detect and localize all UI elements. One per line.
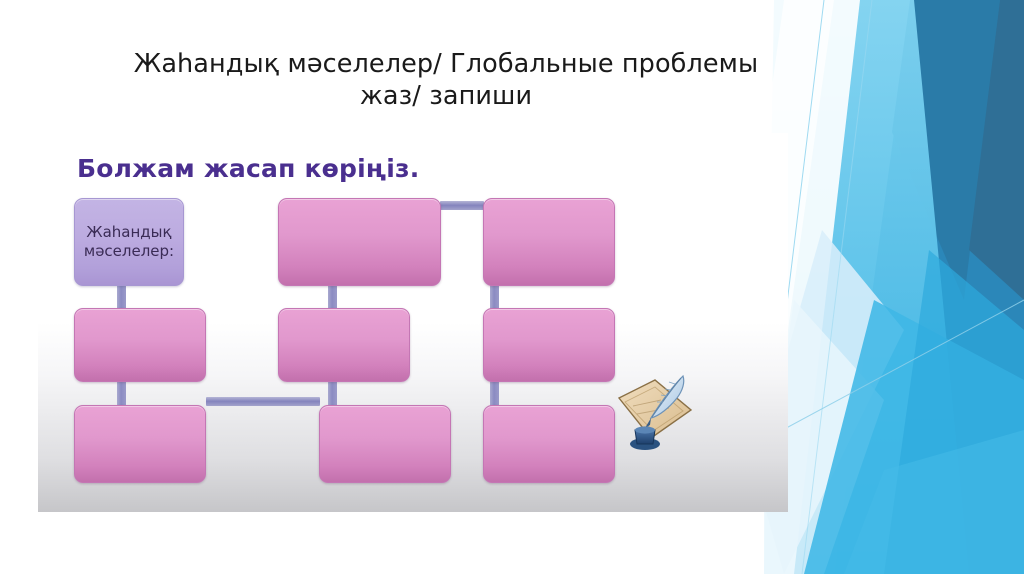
- diagram-heading: Болжам жасап көріңіз.: [77, 154, 420, 183]
- diagram-node-r1c1[interactable]: Жаһандық мәселелер:: [74, 198, 184, 286]
- connector-r2c2-r3c2: [328, 381, 337, 407]
- diagram-node-r3c2[interactable]: [319, 405, 451, 483]
- connector-r2c1-r3c1: [117, 381, 126, 407]
- title-line-2: жаз/ запиши: [359, 81, 533, 111]
- blue-banded-corner-graphic: [764, 0, 1024, 574]
- diagram-image: Болжам жасап көріңіз. Жаһандық мәселелер…: [38, 133, 788, 512]
- page-title: Жаһандық мәселелер/ Глобальные проблемы …: [96, 48, 796, 112]
- connector-r1c2-r2c2: [328, 283, 337, 309]
- quill-and-parchment-icon: [611, 368, 703, 454]
- connector-r3c1-r3c2: [206, 397, 320, 406]
- diagram-node-r1c2[interactable]: [278, 198, 441, 286]
- diagram-node-r3c1[interactable]: [74, 405, 206, 483]
- diagram-node-r2c2[interactable]: [278, 308, 410, 382]
- diagram-node-r1c1-label: Жаһандық мәселелер:: [83, 223, 175, 260]
- diagram-node-r2c3[interactable]: [483, 308, 615, 382]
- title-line-1: Жаһандық мәселелер/ Глобальные проблемы: [133, 49, 759, 79]
- diagram-node-r3c3[interactable]: [483, 405, 615, 483]
- connector-r1c1-r2c1: [117, 283, 126, 309]
- connector-r2c3-r3c3: [490, 381, 499, 407]
- diagram-node-r2c1[interactable]: [74, 308, 206, 382]
- connector-r1c3-r2c3: [490, 283, 499, 309]
- connector-r1c2-r1c3: [440, 201, 484, 210]
- diagram-node-r1c3[interactable]: [483, 198, 615, 286]
